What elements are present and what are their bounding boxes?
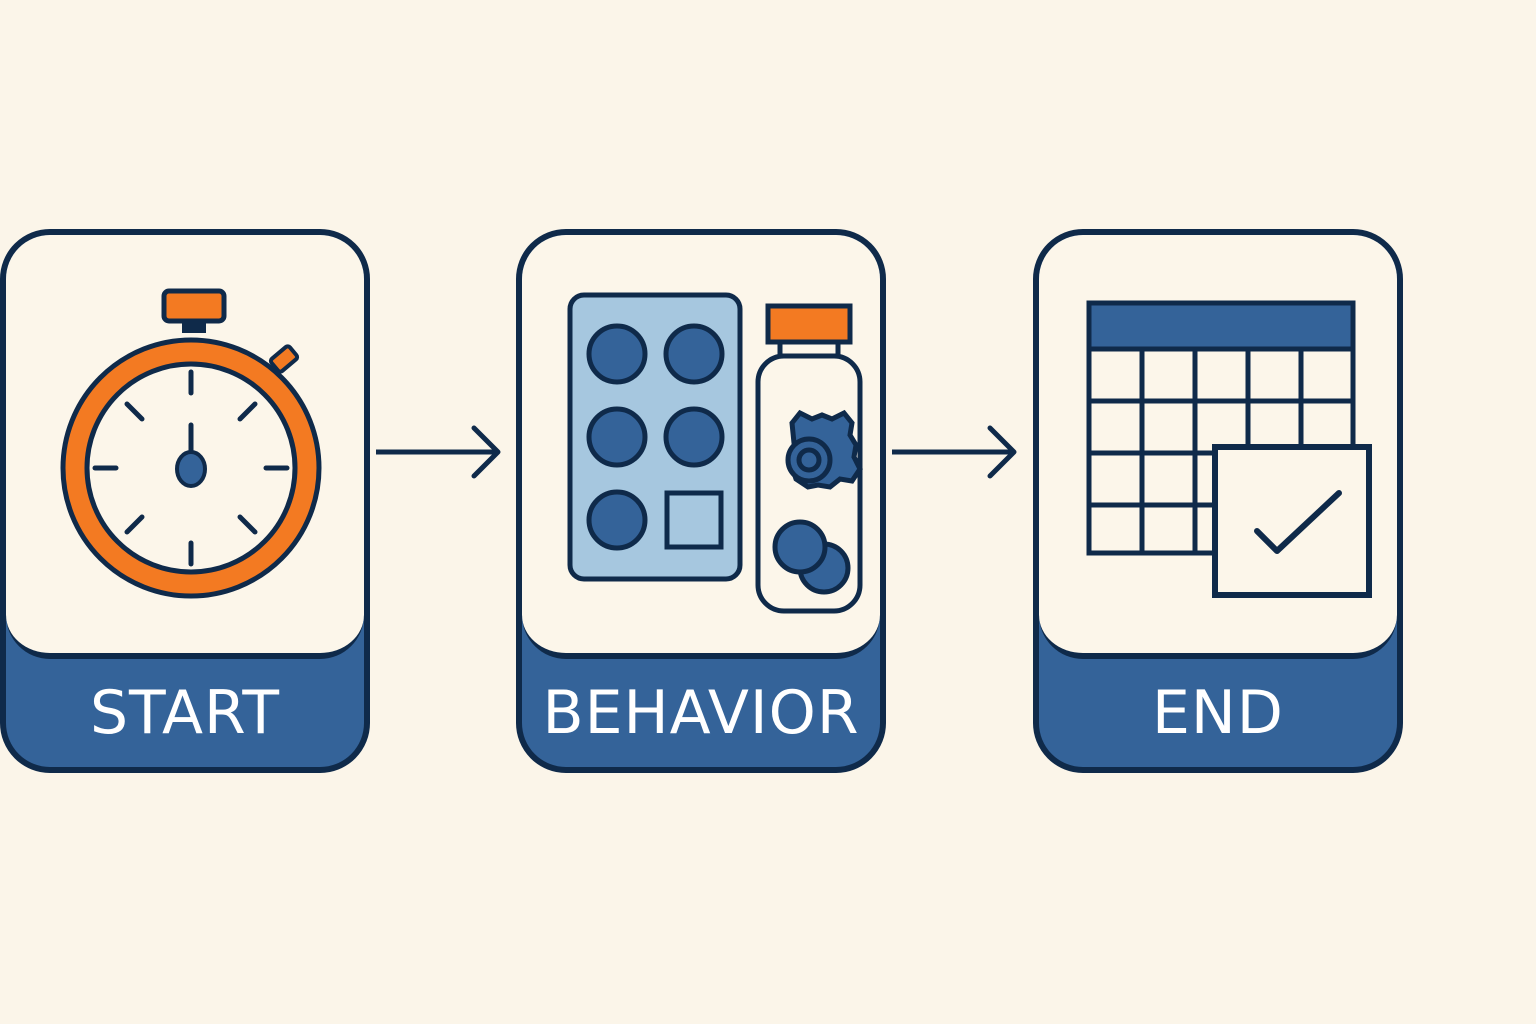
checkmark-icon xyxy=(1212,444,1372,598)
step-card-behavior: BEHAVIOR xyxy=(516,229,886,773)
calendar-check-icon xyxy=(1086,300,1372,598)
step-card-start: START xyxy=(0,229,370,773)
step-panel-behavior xyxy=(522,235,880,659)
step-panel-end xyxy=(1039,235,1397,659)
step-label-end: END xyxy=(1152,678,1284,748)
step-card-end: END xyxy=(1033,229,1403,773)
stopwatch-icon xyxy=(60,288,322,599)
pill-pack-and-bottle-icon xyxy=(567,292,863,614)
pill-bottle-icon xyxy=(755,303,863,614)
arrow-right-icon xyxy=(892,425,1017,479)
arrow-right-icon xyxy=(376,425,501,479)
step-label-behavior: BEHAVIOR xyxy=(542,678,860,748)
step-panel-start xyxy=(6,235,364,659)
blister-pack-icon xyxy=(567,292,743,582)
step-label-start: START xyxy=(89,678,281,748)
